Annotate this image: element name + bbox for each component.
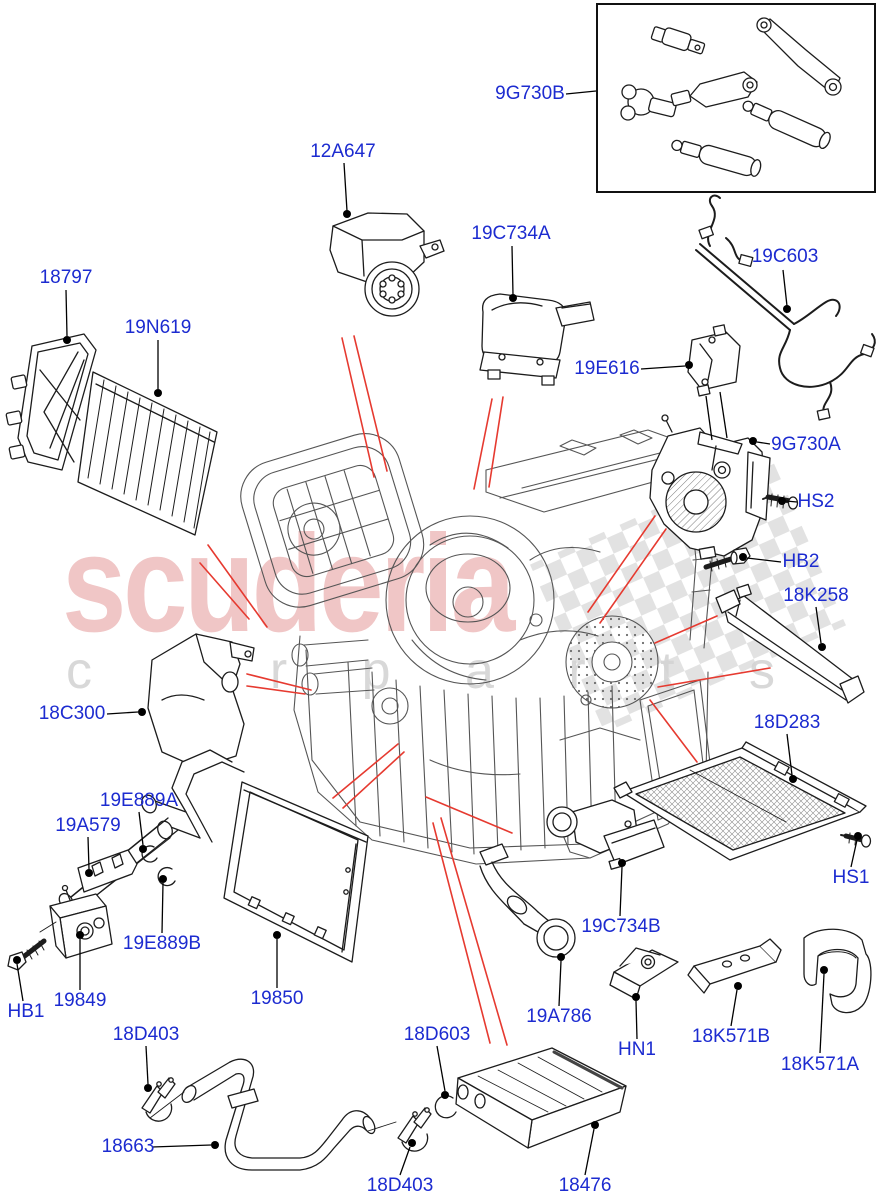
red-guide-lines: [199, 335, 771, 1046]
part-label-18476[interactable]: 18476: [558, 1175, 612, 1196]
part-label-19849[interactable]: 19849: [53, 990, 107, 1011]
part-drawing-18663: [149, 1058, 397, 1171]
part-label-19A786[interactable]: 19A786: [526, 1006, 592, 1027]
part-label-18C300[interactable]: 18C300: [38, 703, 106, 724]
part-label-18663[interactable]: 18663: [101, 1136, 155, 1157]
part-drawing-19E889A: [141, 845, 158, 863]
part-label-9G730B[interactable]: 9G730B: [495, 83, 565, 104]
part-drawing-18K571B: [687, 938, 782, 994]
part-label-12A647[interactable]: 12A647: [310, 141, 376, 162]
part-label-HB1[interactable]: HB1: [7, 1001, 45, 1022]
part-label-HS2[interactable]: HS2: [797, 491, 835, 512]
part-drawing-18D403-right: [397, 1107, 432, 1152]
part-drawing-HN1: [609, 947, 679, 1000]
part-label-HS1[interactable]: HS1: [832, 867, 870, 888]
part-label-18K258[interactable]: 18K258: [783, 585, 849, 606]
part-drawing-19850: [223, 781, 369, 963]
part-drawing-19A579: [77, 849, 138, 893]
part-label-18D403-a[interactable]: 18D403: [112, 1024, 180, 1045]
part-drawing-18K258: [715, 583, 865, 704]
satellite-parts: [5, 194, 876, 1171]
part-drawing-19A786: [479, 843, 576, 958]
part-label-9G730A[interactable]: 9G730A: [771, 434, 841, 455]
part-drawing-18D403-left: [141, 1077, 176, 1122]
part-label-18K571B[interactable]: 18K571B: [691, 1026, 771, 1047]
part-drawing-9G730A: [649, 414, 771, 560]
part-label-18D603[interactable]: 18D603: [403, 1024, 471, 1045]
part-drawing-19N619: [77, 371, 218, 536]
part-label-19C734A[interactable]: 19C734A: [471, 223, 551, 244]
part-label-19E889B[interactable]: 19E889B: [122, 933, 202, 954]
part-drawing-19C734A: [479, 293, 595, 386]
part-label-19E616[interactable]: 19E616: [574, 358, 640, 379]
parts-box-frame: [596, 3, 876, 193]
part-label-18D283[interactable]: 18D283: [753, 712, 821, 733]
part-drawing-evaporator-pipes: [58, 749, 245, 922]
part-drawing-18476: [455, 1047, 627, 1149]
part-drawing-19E889B: [157, 866, 176, 887]
part-label-19A579[interactable]: 19A579: [55, 815, 121, 836]
part-label-19N619[interactable]: 19N619: [124, 317, 192, 338]
part-drawing-19849: [49, 884, 113, 959]
part-drawing-18D283: [613, 741, 867, 861]
leader-lines: [16, 90, 858, 1176]
part-drawing-19C603: [695, 194, 876, 421]
part-drawing-12A647: [329, 212, 445, 317]
part-drawing-18797: [5, 333, 97, 471]
part-drawing-18D603: [434, 1095, 457, 1119]
part-label-HN1[interactable]: HN1: [617, 1039, 657, 1060]
part-drawing-18K571A: [803, 928, 872, 1014]
part-label-19850[interactable]: 19850: [250, 988, 304, 1009]
part-label-19C734B[interactable]: 19C734B: [581, 916, 661, 937]
part-drawing-19C734B: [546, 799, 665, 870]
part-drawing-19E616: [687, 324, 741, 397]
watermark-brand: scuderia: [62, 507, 515, 661]
part-label-18797[interactable]: 18797: [39, 267, 93, 288]
main-hvac-assembly-drawing: [240, 429, 715, 865]
leader-dots: [13, 210, 862, 1149]
part-label-18D403-b[interactable]: 18D403: [366, 1175, 434, 1196]
part-label-HB2[interactable]: HB2: [782, 551, 820, 572]
part-label-19C603[interactable]: 19C603: [751, 246, 819, 267]
part-label-19E889A[interactable]: 19E889A: [99, 790, 179, 811]
part-drawing-9G730B-kit: [620, 17, 842, 177]
part-label-18K571A[interactable]: 18K571A: [780, 1054, 860, 1075]
